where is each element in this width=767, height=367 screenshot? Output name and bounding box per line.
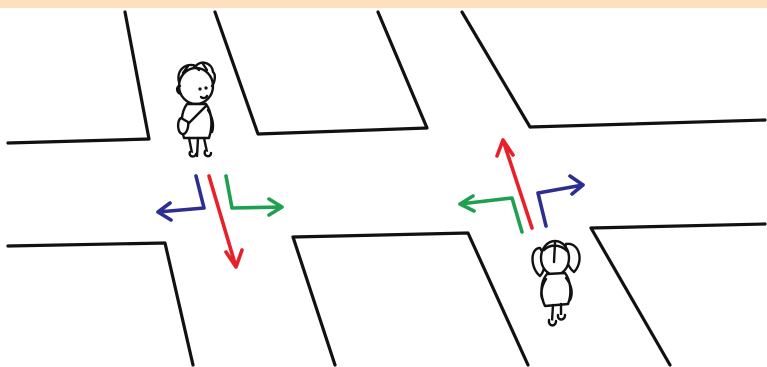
block-top-middle	[215, 12, 427, 134]
boy-eye-2	[204, 86, 207, 89]
block-top-right	[462, 12, 765, 127]
block-bottom-right	[591, 224, 765, 365]
girl-shoe-left	[549, 320, 556, 325]
left-red-straight-arrow	[209, 176, 242, 267]
boy-eye	[198, 87, 201, 90]
block-bottom-left	[8, 243, 193, 365]
right-green-turn-arrow	[460, 196, 522, 232]
right-direction-arrows	[460, 140, 583, 232]
block-top-left	[8, 12, 149, 143]
left-direction-arrows	[158, 176, 282, 267]
boy-bag	[178, 118, 188, 134]
right-blue-turn-arrow	[538, 176, 583, 226]
street-blocks	[8, 12, 765, 365]
girl-walking-icon	[533, 241, 580, 325]
block-bottom-middle	[293, 233, 528, 365]
boy-walking-icon	[177, 63, 215, 157]
girl-shoe-right	[558, 315, 565, 320]
right-red-straight-arrow	[497, 140, 532, 228]
left-green-turn-arrow	[226, 176, 282, 215]
left-blue-turn-arrow	[158, 176, 204, 220]
